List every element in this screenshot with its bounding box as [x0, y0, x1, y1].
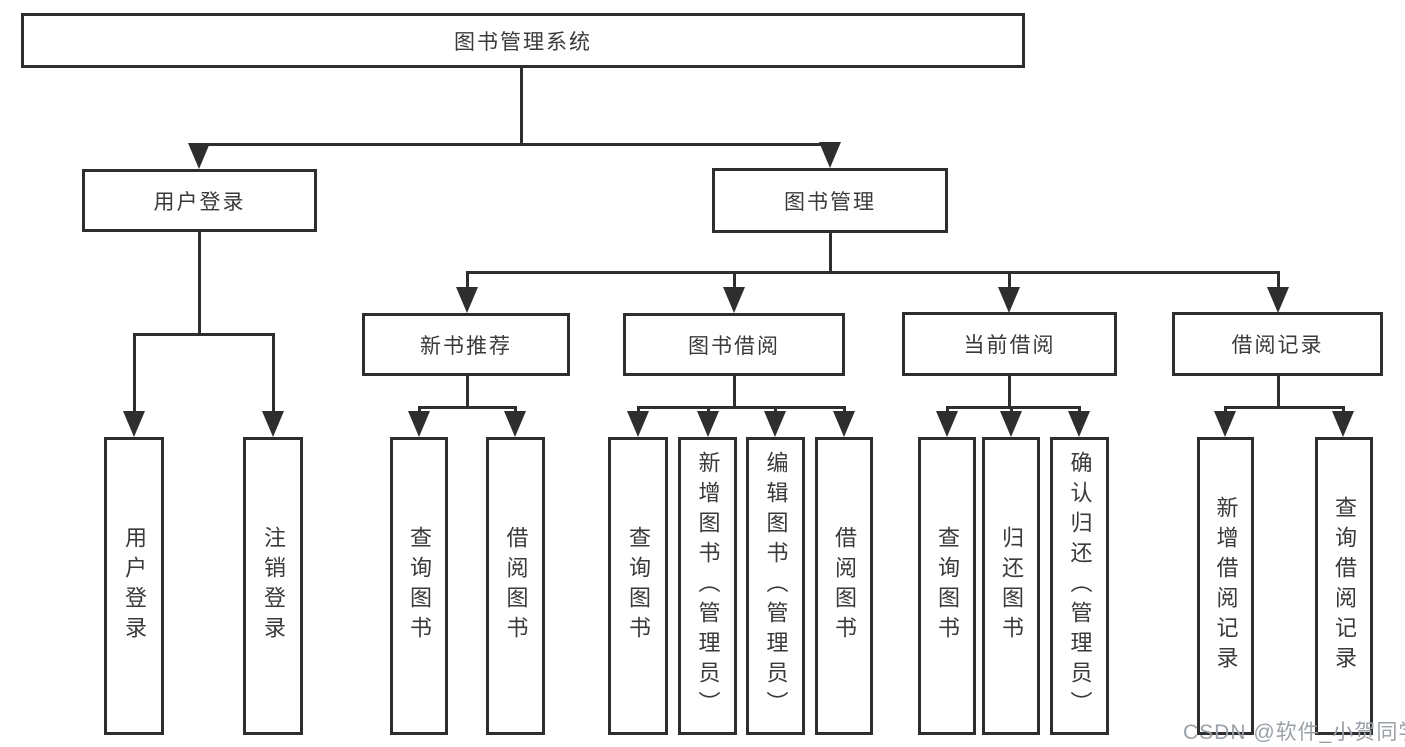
arrowhead-icon — [188, 143, 210, 169]
connector-vline — [133, 333, 136, 423]
connector-vline — [520, 68, 523, 146]
leaf-label: 查询借阅记录 — [1332, 496, 1357, 676]
leaf-label: 查询图书 — [626, 526, 651, 646]
leaf-label: 借阅图书 — [503, 526, 529, 646]
node-book-management: 图书管理 — [712, 168, 948, 233]
connector-vline — [829, 233, 832, 274]
connector-vline — [272, 333, 275, 423]
leaf-label: 新增图书（管理员） — [695, 451, 721, 721]
arrowhead-icon — [833, 411, 855, 437]
arrowhead-icon — [1332, 411, 1354, 437]
leaf-return-books: 归还图书 — [982, 437, 1040, 735]
connector-vline — [1008, 376, 1011, 409]
leaf-add-books-admin: 新增图书（管理员） — [678, 437, 737, 735]
node-new-book-recommendation: 新书推荐 — [362, 313, 570, 376]
leaf-label: 编辑图书（管理员） — [763, 451, 789, 721]
connector-vline — [733, 271, 736, 301]
leaf-label: 借阅图书 — [832, 526, 857, 646]
leaf-borrow-books: 借阅图书 — [815, 437, 873, 735]
leaf-label: 确认归还（管理员） — [1067, 451, 1093, 721]
connector-hline — [637, 406, 845, 409]
leaf-confirm-return-admin: 确认归还（管理员） — [1050, 437, 1109, 735]
leaf-user-login: 用户登录 — [104, 437, 164, 735]
connector-vline — [1277, 271, 1280, 301]
connector-hline — [133, 333, 275, 336]
arrowhead-icon — [723, 287, 745, 313]
leaf-query-books: 查询图书 — [918, 437, 976, 735]
connector-vline — [1008, 271, 1011, 301]
leaf-logout: 注销登录 — [243, 437, 303, 735]
csdn-watermark: CSDN @软件_小贺同学 — [1183, 721, 1405, 744]
connector-hline — [198, 143, 832, 146]
leaf-label: 用户登录 — [122, 526, 147, 646]
connector-vline — [733, 376, 736, 409]
node-book-borrowing: 图书借阅 — [623, 313, 845, 376]
connector-hline — [946, 406, 1080, 409]
leaf-label: 查询图书 — [407, 526, 432, 646]
node-user-login: 用户登录 — [82, 169, 317, 232]
connector-vline — [1277, 376, 1280, 409]
leaf-add-borrow-record: 新增借阅记录 — [1197, 437, 1254, 735]
arrowhead-icon — [998, 287, 1020, 313]
arrowhead-icon — [627, 411, 649, 437]
arrowhead-icon — [1214, 411, 1236, 437]
arrowhead-icon — [936, 411, 958, 437]
connector-hline — [466, 271, 1279, 274]
node-library-management-system: 图书管理系统 — [21, 13, 1025, 68]
arrowhead-icon — [456, 287, 478, 313]
connector-vline — [466, 271, 469, 301]
leaf-label: 查询图书 — [935, 526, 960, 646]
arrowhead-icon — [123, 411, 145, 437]
arrowhead-icon — [819, 142, 841, 168]
arrowhead-icon — [764, 411, 786, 437]
leaf-borrow-books: 借阅图书 — [486, 437, 545, 735]
connector-vline — [466, 376, 469, 409]
leaf-query-books: 查询图书 — [608, 437, 668, 735]
arrowhead-icon — [408, 411, 430, 437]
node-borrowing-records: 借阅记录 — [1172, 312, 1383, 376]
arrowhead-icon — [1267, 287, 1289, 313]
connector-hline — [1224, 406, 1343, 409]
arrowhead-icon — [1000, 411, 1022, 437]
leaf-label: 注销登录 — [261, 526, 286, 646]
leaf-label: 新增借阅记录 — [1213, 496, 1239, 676]
leaf-label: 归还图书 — [999, 526, 1024, 646]
node-current-borrowing: 当前借阅 — [902, 312, 1117, 376]
arrowhead-icon — [697, 411, 719, 437]
leaf-edit-books-admin: 编辑图书（管理员） — [746, 437, 805, 735]
connector-hline — [418, 406, 517, 409]
arrowhead-icon — [262, 411, 284, 437]
connector-vline — [198, 232, 201, 336]
leaf-query-borrow-record: 查询借阅记录 — [1315, 437, 1373, 735]
arrowhead-icon — [504, 411, 526, 437]
arrowhead-icon — [1068, 411, 1090, 437]
leaf-query-books: 查询图书 — [390, 437, 448, 735]
